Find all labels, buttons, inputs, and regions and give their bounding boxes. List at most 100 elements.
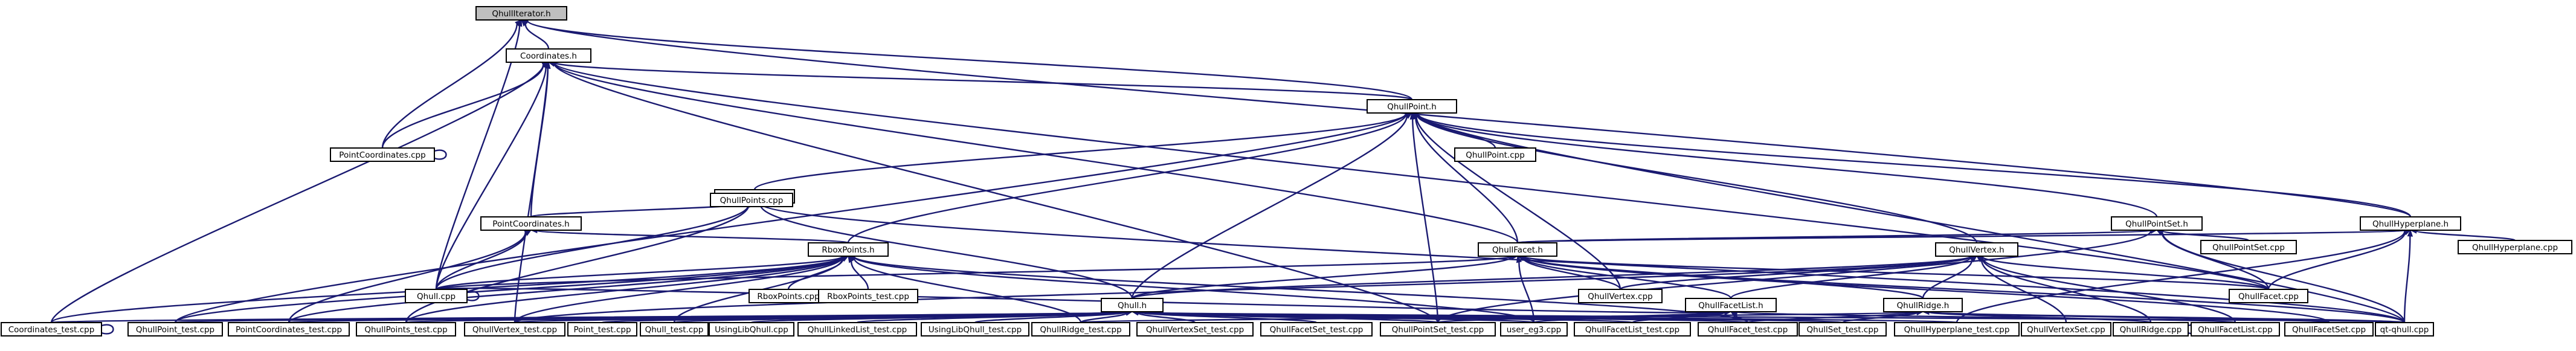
- node-qhullpoints-test-cpp[interactable]: QhullPoints_test.cpp: [356, 322, 456, 337]
- node-qhullvertex-h[interactable]: QhullVertex.h: [1935, 242, 2018, 257]
- node-label: QhullVertexSet_test.cpp: [1146, 325, 1244, 335]
- dependency-edge: [1522, 257, 1621, 290]
- node-label: QhullFacetSet_test.cpp: [1270, 325, 1364, 335]
- node-qhullpoint-cpp[interactable]: QhullPoint.cpp: [1454, 147, 1536, 162]
- node-qhullset-test-cpp[interactable]: QhullSet_test.cpp: [1798, 322, 1887, 337]
- node-qhull-h[interactable]: Qhull.h: [1101, 298, 1164, 312]
- node-qhullpoint-test-cpp[interactable]: QhullPoint_test.cpp: [127, 322, 223, 337]
- node-pointcoordinates-test-cpp[interactable]: PointCoordinates_test.cpp: [228, 322, 350, 337]
- node-box: [1101, 298, 1164, 312]
- node-label: QhullPointSet.h: [2125, 219, 2188, 229]
- dependency-edge: [1516, 229, 2406, 244]
- node-qhullhyperplane-h[interactable]: QhullHyperplane.h: [2360, 216, 2461, 231]
- dependency-edge: [1982, 258, 2152, 323]
- node-pointcoordinates-h[interactable]: PointCoordinates.h: [480, 216, 582, 231]
- node-coordinates-h[interactable]: Coordinates.h: [506, 48, 591, 63]
- node-label: QhullSet_test.cpp: [1807, 325, 1879, 335]
- node-pointcoordinates-cpp[interactable]: PointCoordinates.cpp: [330, 147, 435, 162]
- dependency-edge: [1841, 312, 1918, 324]
- node-box: [2113, 322, 2189, 337]
- node-qhullvertexset-cpp[interactable]: QhullVertexSet.cpp: [2021, 322, 2111, 337]
- node-box: [464, 322, 565, 337]
- node-box: [2200, 240, 2297, 254]
- node-label: QhullPointSet_test.cpp: [1392, 325, 1484, 335]
- dependency-edge: [1928, 311, 2406, 324]
- dependency-edge: [50, 65, 544, 323]
- node-box: [709, 322, 794, 337]
- node-qhullpointset-test-cpp[interactable]: QhullPointSet_test.cpp: [1380, 322, 1496, 337]
- node-usinglibqhull-test-cpp[interactable]: UsingLibQhull_test.cpp: [921, 322, 1029, 337]
- node-qhullfacetlist-test-cpp[interactable]: QhullFacetList_test.cpp: [1574, 322, 1691, 337]
- node-qhullvertex-cpp[interactable]: QhullVertex.cpp: [1578, 289, 1663, 303]
- edge-arrowhead: [1409, 112, 1415, 120]
- node-rboxpoints-test-cpp[interactable]: RboxPoints_test.cpp: [818, 289, 918, 303]
- node-box: [921, 322, 1029, 337]
- dependency-edge: [553, 62, 2270, 291]
- dependency-edge: [759, 202, 2406, 324]
- node-label: RboxPoints_test.cpp: [827, 292, 909, 301]
- node-label: PointCoordinates_test.cpp: [236, 325, 342, 335]
- node-rboxpoints-cpp[interactable]: RboxPoints.cpp: [749, 289, 828, 303]
- dependency-edge: [1417, 113, 2412, 217]
- node-qhull-cpp[interactable]: Qhull.cpp: [405, 289, 468, 303]
- node-qhullpointset-h[interactable]: QhullPointSet.h: [2111, 216, 2203, 231]
- node-label: QhullFacetList.h: [1698, 301, 1763, 311]
- dependency-edge: [1137, 312, 1196, 324]
- node-usinglibqhull-cpp[interactable]: UsingLibQhull.cpp: [709, 322, 794, 337]
- node-qhullpointset-cpp[interactable]: QhullPointSet.cpp: [2200, 240, 2297, 254]
- node-qhullridge-h[interactable]: QhullRidge.h: [1883, 298, 1963, 312]
- node-box: [1578, 289, 1663, 303]
- node-box: [330, 147, 435, 162]
- edge-arrowhead: [2407, 229, 2413, 237]
- node-qhullfacetset-cpp[interactable]: QhullFacetSet.cpp: [2284, 322, 2374, 337]
- dependency-edge: [1631, 311, 1726, 324]
- node-label: user_eg3.cpp: [1507, 325, 1562, 335]
- node-coordinates-test-cpp[interactable]: Coordinates_test.cpp: [1, 322, 102, 337]
- node-box: [475, 6, 567, 21]
- dependency-edge: [1131, 116, 1408, 299]
- node-qhullhyperplane-test-cpp[interactable]: QhullHyperplane_test.cpp: [1894, 322, 2020, 337]
- node-label: Qhull.h: [1118, 301, 1147, 311]
- node-label: QhullFacetList.cpp: [2198, 325, 2273, 335]
- node-qhullfacetlist-h[interactable]: QhullFacetList.h: [1685, 298, 1777, 312]
- node-box: [506, 48, 591, 63]
- node-box: [2375, 322, 2434, 337]
- node-qhullridge-test-cpp[interactable]: QhullRidge_test.cpp: [1031, 322, 1130, 337]
- dependency-edge: [847, 114, 1407, 243]
- node-qhullfacetset-test-cpp[interactable]: QhullFacetSet_test.cpp: [1260, 322, 1373, 337]
- node-qhullvertex-test-cpp[interactable]: QhullVertex_test.cpp: [464, 322, 565, 337]
- node-box: [356, 322, 456, 337]
- node-rboxpoints-h[interactable]: RboxPoints.h: [808, 242, 889, 257]
- node-label: QhullPointSet.cpp: [2212, 243, 2285, 253]
- node-qhullpoints-cpp[interactable]: QhullPoints.cpp: [710, 193, 793, 207]
- node-qhullvertexset-test-cpp[interactable]: QhullVertexSet_test.cpp: [1136, 322, 1254, 337]
- node-qhullridge-cpp[interactable]: QhullRidge.cpp: [2113, 322, 2189, 337]
- dependency-edge: [2267, 232, 2406, 290]
- dependency-edge: [1415, 117, 1519, 243]
- node-qhull-test-cpp[interactable]: Qhull_test.cpp: [640, 322, 709, 337]
- node-box: [1894, 322, 2020, 337]
- node-qhullpoint-h[interactable]: QhullPoint.h: [1367, 99, 1457, 114]
- node-point-test-cpp[interactable]: Point_test.cpp: [567, 322, 637, 337]
- node-qhulllinkedlist-test-cpp[interactable]: QhullLinkedList_test.cpp: [797, 322, 917, 337]
- node-qhullhyperplane-cpp[interactable]: QhullHyperplane.cpp: [2458, 240, 2572, 254]
- node-qhullfacet-test-cpp[interactable]: QhullFacet_test.cpp: [1698, 322, 1798, 337]
- node-qt-qhull-cpp[interactable]: qt-qhull.cpp: [2375, 322, 2434, 337]
- node-box: [808, 242, 889, 257]
- dependency-edge: [1518, 262, 1535, 323]
- node-label: QhullPoint.cpp: [1466, 150, 1525, 160]
- dependency-edge: [526, 19, 1413, 101]
- node-user-eg3-cpp[interactable]: user_eg3.cpp: [1500, 322, 1568, 337]
- node-qhulliterator-h[interactable]: QhullIterator.h: [475, 6, 567, 21]
- node-qhullfacetlist-cpp[interactable]: QhullFacetList.cpp: [2191, 322, 2280, 337]
- node-qhullfacet-cpp[interactable]: QhullFacet.cpp: [2229, 289, 2308, 303]
- self-loop-edge: [434, 149, 447, 160]
- dependency-edge: [524, 24, 550, 50]
- node-label: QhullRidge_test.cpp: [1040, 325, 1121, 335]
- node-qhullfacet-h[interactable]: QhullFacet.h: [1478, 242, 1557, 257]
- node-label: PointCoordinates.h: [492, 219, 569, 229]
- dependency-edge: [1982, 257, 2236, 323]
- node-box: [2284, 322, 2374, 337]
- dependency-edge: [1747, 311, 1918, 324]
